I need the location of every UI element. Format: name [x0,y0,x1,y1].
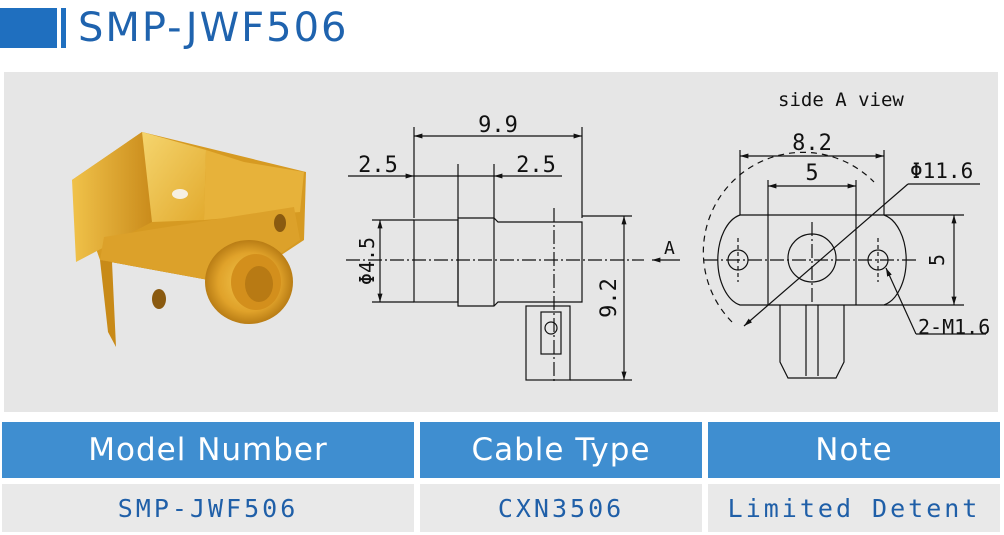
technical-drawing: side A view 9.9 2.5 2.5 Φ4.5 9.2 A 8.2 5… [72,89,990,382]
side-view-drawing [346,127,680,382]
page-title: SMP-JWF506 [78,5,349,51]
table-cell-note: Limited Detent [708,484,1000,532]
dim-end-width-outer: 8.2 [792,131,832,156]
table-header-model-number: Model Number [2,422,414,478]
table-header-cable-type: Cable Type [420,422,702,478]
dim-length-overall: 9.9 [478,113,518,138]
dim-end-height: 5 [925,254,949,266]
table-header-note: Note [708,422,1000,478]
technical-drawing-panel: side A view 9.9 2.5 2.5 Φ4.5 9.2 A 8.2 5… [4,72,998,412]
page-header: SMP-JWF506 [0,0,1004,62]
header-accent-block [0,8,57,48]
dim-step-right: 2.5 [516,153,556,178]
side-a-view-label: side A view [778,89,904,111]
dim-end-width-inner: 5 [805,161,818,186]
header-accent-bar [61,8,66,48]
table-cell-model-number: SMP-JWF506 [2,484,414,532]
view-marker-label: A [664,238,675,259]
dim-side-height: 9.2 [597,278,622,318]
end-view-drawing [702,150,986,379]
table-cell-cable-type: CXN3506 [420,484,702,532]
dim-end-diameter: Φ11.6 [910,159,973,183]
dim-step-left: 2.5 [358,153,398,178]
dim-side-diameter: Φ4.5 [355,237,379,285]
connector-3d-render [72,132,306,347]
dim-end-holes: 2-M1.6 [918,315,990,339]
